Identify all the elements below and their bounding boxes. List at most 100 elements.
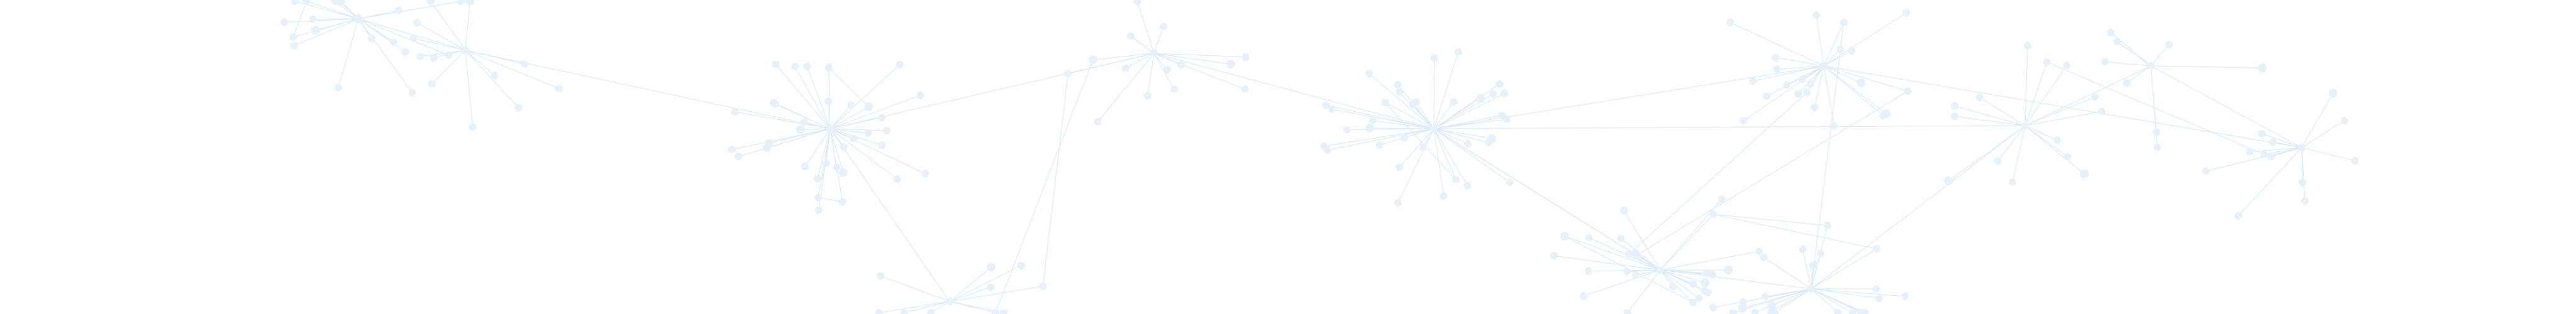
network-node [1241,53,1250,61]
network-edge [879,301,950,313]
network-edge [1660,269,1707,274]
network-edges [284,1,2355,313]
network-node [1772,53,1779,62]
network-edge [294,18,359,46]
network-node [2267,153,2275,161]
network-edge [1042,73,1069,286]
network-node [991,309,999,314]
network-node [445,51,453,59]
network-edge [949,267,992,302]
network-node [1365,123,1374,133]
network-node [987,283,995,291]
network-edge [430,1,466,51]
network-node [1226,60,1235,69]
network-edge [1823,50,1852,67]
network-edge [1433,93,1505,129]
network-edge [2262,133,2302,148]
network-edge [2012,125,2026,183]
network-node [1039,282,1047,290]
network-edge [1372,120,1435,129]
network-edge [2150,65,2302,148]
network-edge [2024,45,2028,126]
network-edge [828,67,869,107]
network-node [1430,125,1438,133]
network-node [2298,144,2306,151]
network-node [2153,143,2162,151]
network-node [1163,65,1171,73]
network-node [840,143,848,151]
network-edge [1369,127,1435,129]
network-node [765,139,774,148]
network-node [2024,42,2032,50]
network-node [1580,292,1587,300]
network-node [893,175,901,183]
network-node [1739,298,1747,306]
network-edge [1811,288,1838,313]
network-edge [830,104,852,129]
network-edge [817,128,831,180]
network-edge [1752,65,1824,82]
network-edge [1385,102,1457,180]
network-node [1799,246,1807,254]
network-node [389,38,397,46]
network-node [1975,94,1984,102]
network-node [2107,28,2115,36]
network-node [1767,307,1775,314]
network-node [2113,38,2121,45]
network-node [1394,198,1402,207]
network-node [1394,80,1402,89]
network-edge [880,275,950,302]
network-edge [2238,147,2302,217]
network-node [394,6,402,14]
network-node [769,99,777,107]
network-node [334,84,342,92]
network-edge [731,128,831,150]
network-edge [1136,1,1155,54]
network-edge [1823,65,1862,84]
network-node [1631,271,1640,279]
network-edge [2110,32,2151,67]
network-edge [830,128,844,173]
network-edge [1823,12,1907,67]
network-edge [1627,269,1661,313]
network-edge [465,50,496,76]
network-edge [1811,288,1863,313]
network-node [469,123,477,131]
network-edge [1327,128,1435,151]
network-node [1763,92,1771,100]
network-node [900,309,908,314]
network-node [1807,285,1815,293]
network-node [1450,98,1458,106]
network-node [850,134,858,143]
network-node [796,125,805,134]
network-edge [830,95,921,129]
network-edge [2301,147,2355,161]
network-edge [1153,26,1164,54]
network-node [1064,70,1072,78]
network-node [1794,90,1802,98]
network-edge [1823,65,1908,92]
network-node [1834,309,1842,314]
network-node [1017,261,1025,269]
network-node [457,0,465,5]
network-edge [1324,128,1435,147]
network-node [2202,167,2209,175]
network-edge [1130,36,1155,54]
network-node [1126,32,1135,40]
network-edge [358,18,449,56]
network-node [465,0,475,6]
network-edge [1816,14,1824,67]
network-edge [315,18,359,31]
network-node [1419,143,1427,151]
network-edge [1729,22,1824,67]
network-node [1951,102,1958,110]
network-edge [2126,65,2151,84]
network-node [1396,88,1404,96]
network-edge [1660,269,1699,298]
network-edge [2271,147,2302,157]
network-edge [1763,257,1812,290]
network-node [1819,62,1828,70]
network-edge [794,66,831,129]
network-edge [1823,65,2302,148]
